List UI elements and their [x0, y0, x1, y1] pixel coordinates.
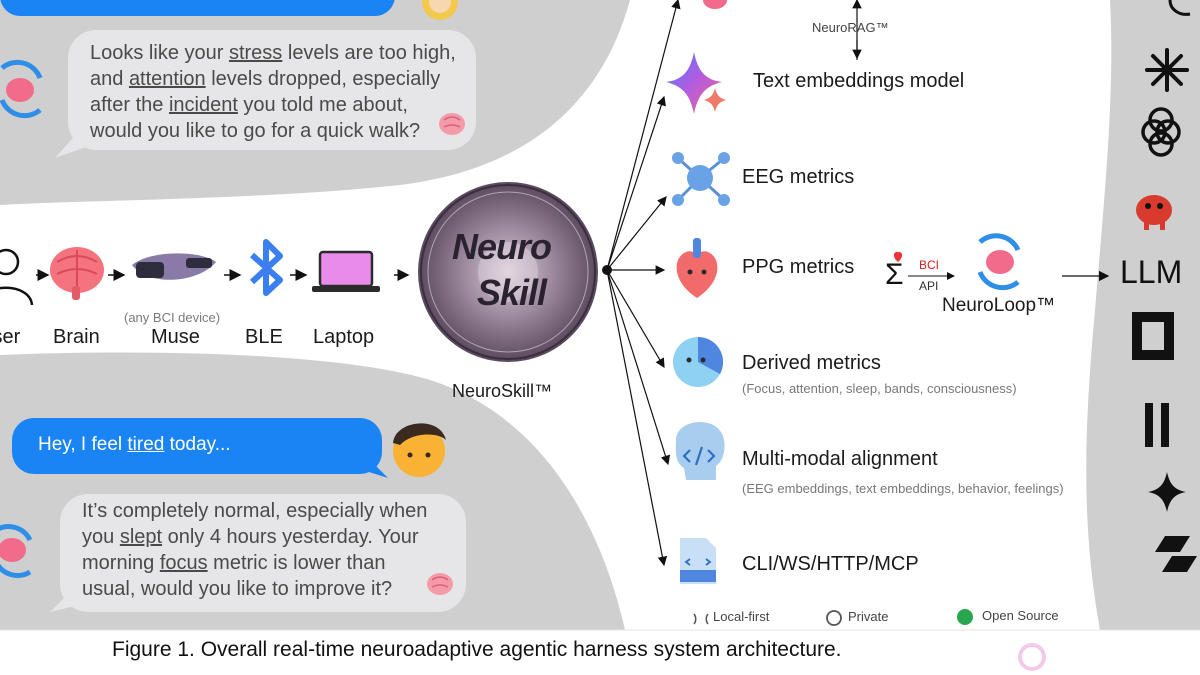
wifi-icon	[693, 613, 709, 625]
neurorag-label: NeuroRAG™	[812, 20, 889, 35]
underlined-word: incident	[168, 94, 238, 116]
neuroloop-icon	[0, 59, 43, 119]
open-source-icon	[957, 609, 973, 625]
neuroskill-label: NeuroSkill™	[452, 381, 553, 401]
neuroloop-label: NeuroLoop™	[942, 295, 1056, 316]
bluetooth-icon	[249, 239, 283, 296]
llm-label: LLM	[1120, 254, 1183, 290]
decor-ring	[1018, 643, 1046, 671]
message-text: only 4 hours yesterday. Your	[162, 526, 419, 548]
message-text: would you like to go for a quick walk?	[90, 120, 421, 142]
message-text: usual, would you like to improve it?	[82, 578, 393, 600]
man-avatar-icon	[393, 423, 446, 477]
message-text: levels are too high,	[282, 42, 456, 64]
underlined-word: slept	[119, 526, 163, 548]
neuroloop-icon	[0, 524, 33, 578]
footer-open-source: Open Source	[982, 608, 1059, 623]
pie-chart-icon	[673, 336, 724, 387]
ppg-metrics-label: PPG metrics	[742, 256, 855, 278]
sigma-symbol: Σ	[885, 258, 904, 291]
bottom-assistant-bubble	[60, 494, 466, 612]
pipeline-brain-label: Brain	[53, 326, 100, 348]
woman-avatar-icon	[422, 0, 458, 20]
pipeline-laptop-label: Laptop	[313, 326, 375, 348]
heart-icon	[676, 238, 718, 298]
pipeline-ble-label: BLE	[245, 326, 283, 348]
message-text: morning	[82, 552, 160, 574]
star-icon	[1148, 472, 1186, 512]
underlined-word: stress	[228, 42, 283, 64]
underlined-word: focus	[159, 552, 208, 574]
cli-label: CLI/WS/HTTP/MCP	[742, 553, 919, 575]
message-text: you	[82, 526, 120, 548]
derived-metrics-label: Derived metrics	[742, 352, 881, 374]
top-assistant-text: Looks like your stress levels are too hi…	[90, 40, 470, 144]
bottom-user-bubble	[12, 418, 382, 474]
api-label: API	[919, 279, 939, 293]
brain-top-icon	[703, 0, 727, 9]
figure-caption: Figure 1. Overall real-time neuroadaptiv…	[112, 638, 842, 661]
heart-small-icon	[893, 251, 903, 262]
text-embeddings-label: Text embeddings model	[753, 70, 965, 92]
pipeline-muse-note: (any BCI device)	[124, 310, 221, 325]
private-icon	[826, 610, 842, 626]
message-text: levels dropped, especially	[205, 68, 441, 90]
pipeline-user-label: User	[0, 326, 21, 348]
laptop-icon	[312, 250, 380, 292]
top-user-bubble	[0, 0, 395, 16]
neuroskill-logo-text-2: Skill	[477, 272, 547, 313]
message-text: and	[90, 68, 129, 90]
user-icon	[0, 248, 34, 306]
message-text: metric is lower than	[207, 552, 386, 574]
brain-sticker-icon	[439, 113, 465, 135]
multimodal-sub: (EEG embeddings, text embeddings, behavi…	[742, 481, 1064, 496]
multimodal-label: Multi-modal alignment	[742, 448, 938, 470]
message-text: you told me about,	[237, 94, 408, 116]
code-head-icon	[675, 421, 725, 480]
network-node-icon	[672, 152, 730, 206]
message-text: today...	[164, 434, 231, 455]
stripes-icon	[1155, 536, 1197, 572]
pause-icon	[1145, 403, 1169, 447]
neuroskill-logo	[418, 182, 598, 362]
message-text: Hey, I feel	[38, 434, 128, 455]
message-text: Looks like your	[90, 42, 229, 64]
brain-icon	[50, 247, 104, 300]
pipeline-muse-label: Muse	[151, 326, 200, 348]
neuroloop-icon	[977, 233, 1021, 291]
brain-sticker-icon	[427, 573, 453, 595]
openai-icon	[1141, 107, 1181, 157]
footer-local-first: Local-first	[713, 609, 770, 624]
square-icon	[1132, 312, 1174, 360]
bottom-assistant-text: It’s completely normal, especially when y…	[82, 498, 462, 602]
message-text: after the	[90, 94, 169, 116]
bci-label: BCI	[919, 258, 940, 272]
top-assistant-bubble	[68, 30, 476, 150]
neuroskill-logo-text-1: Neuro	[452, 226, 552, 267]
derived-metrics-sub: (Focus, attention, sleep, bands, conscio…	[742, 381, 1017, 396]
message-text: It’s completely normal, especially when	[82, 500, 428, 522]
head-outline-icon	[1168, 0, 1191, 16]
underlined-word: attention	[128, 68, 206, 90]
file-code-icon	[680, 538, 716, 584]
footer-private: Private	[848, 609, 889, 624]
underlined-word: tired	[127, 434, 165, 455]
bottom-user-text: Hey, I feel tired today...	[38, 434, 231, 456]
red-creature-icon	[1136, 195, 1172, 230]
muse-headband-icon	[132, 253, 216, 280]
sparkle-gemini-icon	[666, 52, 726, 114]
anthropic-icon	[1145, 48, 1189, 92]
eeg-metrics-label: EEG metrics	[742, 166, 855, 188]
